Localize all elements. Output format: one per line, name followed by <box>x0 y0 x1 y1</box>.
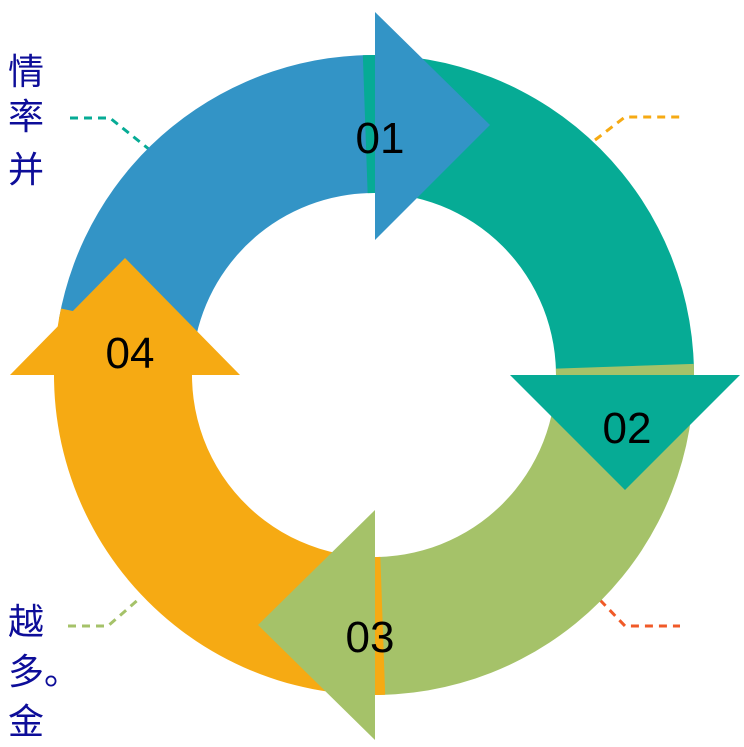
side-text-bottom-1: 越 <box>8 602 45 643</box>
step-label-01: 01 <box>356 114 405 163</box>
side-text-bottom-3: 金 <box>8 702 45 743</box>
step-label-03: 03 <box>346 613 395 662</box>
connector-line-3 <box>598 598 680 628</box>
arrowhead-04 <box>10 258 240 375</box>
connector-line-2 <box>594 115 680 142</box>
arrowhead-02 <box>510 375 740 490</box>
step-label-02: 02 <box>603 404 652 453</box>
step-label-04: 04 <box>106 329 155 378</box>
side-text-top-1: 情 <box>8 52 45 93</box>
connector-line-4 <box>68 596 141 628</box>
side-text-top-3: 并 <box>8 150 45 191</box>
side-text-top-2: 率 <box>8 97 45 138</box>
arrowhead-01 <box>375 12 490 240</box>
side-text-bottom-2: 多。 <box>8 652 81 693</box>
arc-segment-01 <box>58 55 386 344</box>
arrowhead-03 <box>258 510 375 740</box>
connector-line-1 <box>70 116 151 152</box>
